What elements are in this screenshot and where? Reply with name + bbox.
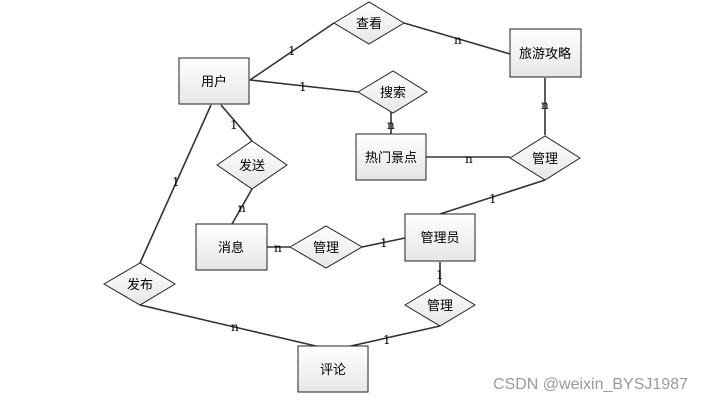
entity-label: 消息: [218, 240, 244, 256]
card-view-guide: n: [454, 33, 462, 47]
relationship-post: 发布: [103, 262, 176, 306]
relationship-view: 查看: [333, 1, 405, 45]
card-spot-manage: n: [465, 152, 473, 166]
relationship-label: 发布: [127, 277, 153, 293]
entity-admin: 管理员: [404, 213, 476, 262]
card-user-view: 1: [288, 44, 296, 58]
line-view-guide: [403, 22, 511, 55]
entity-label: 热门景点: [365, 151, 417, 166]
card-search-spot: n: [387, 118, 395, 132]
relationship-label: 发送: [239, 158, 265, 174]
line-send-message: [231, 188, 253, 225]
card-guide-manage: n: [541, 98, 549, 112]
card-user-post: 1: [172, 175, 180, 189]
relationship-manage-comment: 管理: [404, 283, 476, 327]
line-post-comment: [139, 304, 334, 351]
relationship-label: 查看: [356, 16, 382, 32]
line-user-view: [249, 22, 335, 81]
card-user-send: 1: [230, 118, 238, 132]
entity-label: 旅游攻略: [519, 46, 571, 62]
card-send-message: n: [238, 201, 246, 215]
entity-guide: 旅游攻略: [509, 28, 582, 78]
line-user-search: [249, 79, 359, 93]
card-manage3-comment: 1: [383, 333, 391, 347]
card-post-comment: n: [231, 320, 239, 334]
relationship-search: 搜索: [357, 70, 428, 114]
entity-spot: 热门景点: [355, 133, 427, 181]
entity-user: 用户: [178, 57, 250, 105]
entity-label: 评论: [320, 363, 346, 378]
entity-label: 管理员: [420, 231, 459, 246]
card-manage-admin2: 1: [380, 236, 388, 250]
relationship-send: 发送: [216, 140, 288, 190]
relationship-manage-message: 管理: [289, 225, 363, 269]
entity-message: 消息: [195, 223, 268, 271]
relationship-manage-guide-spot: 管理: [509, 135, 581, 181]
card-message-manage: n: [274, 241, 282, 255]
cardinality-labels: 1 n 1 n 1 n 1 n n n 1 n 1 1 1: [172, 33, 549, 347]
card-admin-manage3: 1: [436, 268, 444, 282]
entity-label: 用户: [201, 74, 227, 90]
connection-lines: [139, 22, 546, 351]
relationship-label: 搜索: [380, 86, 406, 101]
relationship-label: 管理: [313, 241, 339, 256]
line-manage-admin: [439, 179, 546, 215]
card-manage-admin: 1: [489, 192, 497, 206]
relationship-label: 管理: [427, 299, 453, 314]
card-user-search: 1: [299, 80, 307, 94]
relationship-label: 管理: [532, 152, 558, 167]
line-user-post: [139, 104, 212, 264]
watermark: CSDN @weixin_BYSJ1987: [493, 376, 688, 393]
entity-comment: 评论: [297, 345, 369, 393]
line-manage-admin2: [361, 237, 406, 248]
line-user-send: [220, 104, 253, 142]
